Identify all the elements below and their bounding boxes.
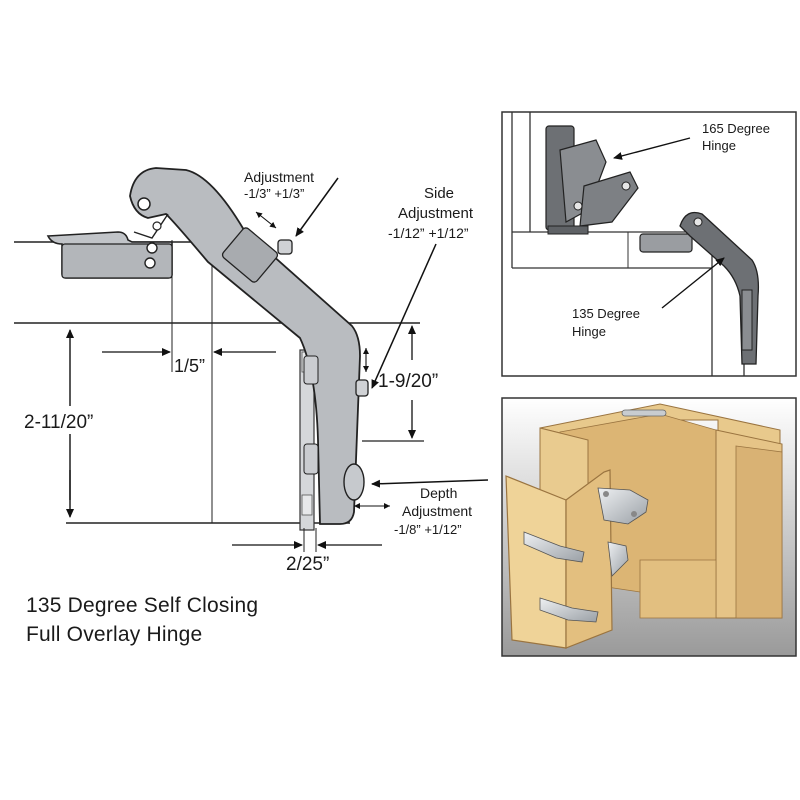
- depth-adjustment-pointer: [371, 479, 489, 488]
- hinge-link: [133, 213, 169, 239]
- dim-1-5-label: 1/5”: [174, 356, 205, 376]
- depth-adjustment-title-1: Depth: [420, 485, 457, 501]
- main-hinge-diagram: 1/5” 2-11/20” 1-9/20” 2/25” Adjustment -…: [14, 167, 489, 575]
- arm-clip-upper: [303, 355, 319, 385]
- inset-135-pointer: [661, 257, 725, 309]
- depth-adjustment-cam: [343, 463, 365, 501]
- dim-2-25-label: 2/25”: [286, 554, 329, 575]
- arm-pivot-rivet: [137, 197, 151, 211]
- hinge-arm: [129, 167, 361, 525]
- depth-adjustment-range: -1/8” +1/12”: [394, 522, 462, 537]
- dim-2-11-20-label: 2-11/20”: [24, 412, 93, 433]
- dim-1-9-20-label: 1-9/20”: [378, 371, 438, 392]
- dim-2-11-20-backdrop: [22, 406, 130, 434]
- inset-135-label-1: 135 Degree: [572, 306, 640, 321]
- side-adjustment-title-2: Adjustment: [398, 205, 474, 222]
- plate-screw-lower: [301, 494, 313, 516]
- caption-line-1: 135 Degree Self Closing: [26, 594, 259, 617]
- cup-rivet-lower: [144, 257, 156, 269]
- adjustment-screw: [277, 239, 293, 255]
- photo-hinges: [523, 487, 649, 623]
- adjustment-title: Adjustment: [244, 169, 314, 185]
- inset-135-label-2: Hinge: [572, 324, 606, 339]
- side-adjustment-title-1: Side: [424, 185, 454, 202]
- hinge-165: [545, 125, 639, 235]
- hinge-135: [639, 211, 760, 365]
- depth-adjustment-title-2: Adjustment: [402, 503, 472, 519]
- photo-door-left: [505, 475, 567, 649]
- arm-clip-lower: [303, 443, 319, 475]
- inset-hinge-diagram: 165 Degree Hinge 135 Degree Hinge: [501, 111, 797, 377]
- adjustment-range-arrow: [255, 211, 277, 229]
- inset-165-label-2: Hinge: [702, 138, 736, 153]
- inset-165-pointer: [613, 137, 691, 160]
- adjustment-pointer: [295, 177, 339, 237]
- adjustment-range: -1/3” +1/3”: [244, 186, 304, 201]
- inset-165-label-1: 165 Degree: [702, 121, 770, 136]
- cup-rivet-upper: [146, 242, 158, 254]
- arm-cover: [221, 227, 279, 283]
- photo-handle: [621, 409, 667, 417]
- link-rivet: [152, 221, 162, 231]
- hinge-cup-body: [61, 243, 173, 279]
- cabinet-photo: [501, 397, 797, 657]
- caption-line-2: Full Overlay Hinge: [26, 623, 203, 646]
- side-adjustment-screw: [355, 379, 369, 397]
- side-adjustment-range: -1/12” +1/12”: [388, 225, 469, 241]
- side-adjustment-pointer: [371, 243, 437, 389]
